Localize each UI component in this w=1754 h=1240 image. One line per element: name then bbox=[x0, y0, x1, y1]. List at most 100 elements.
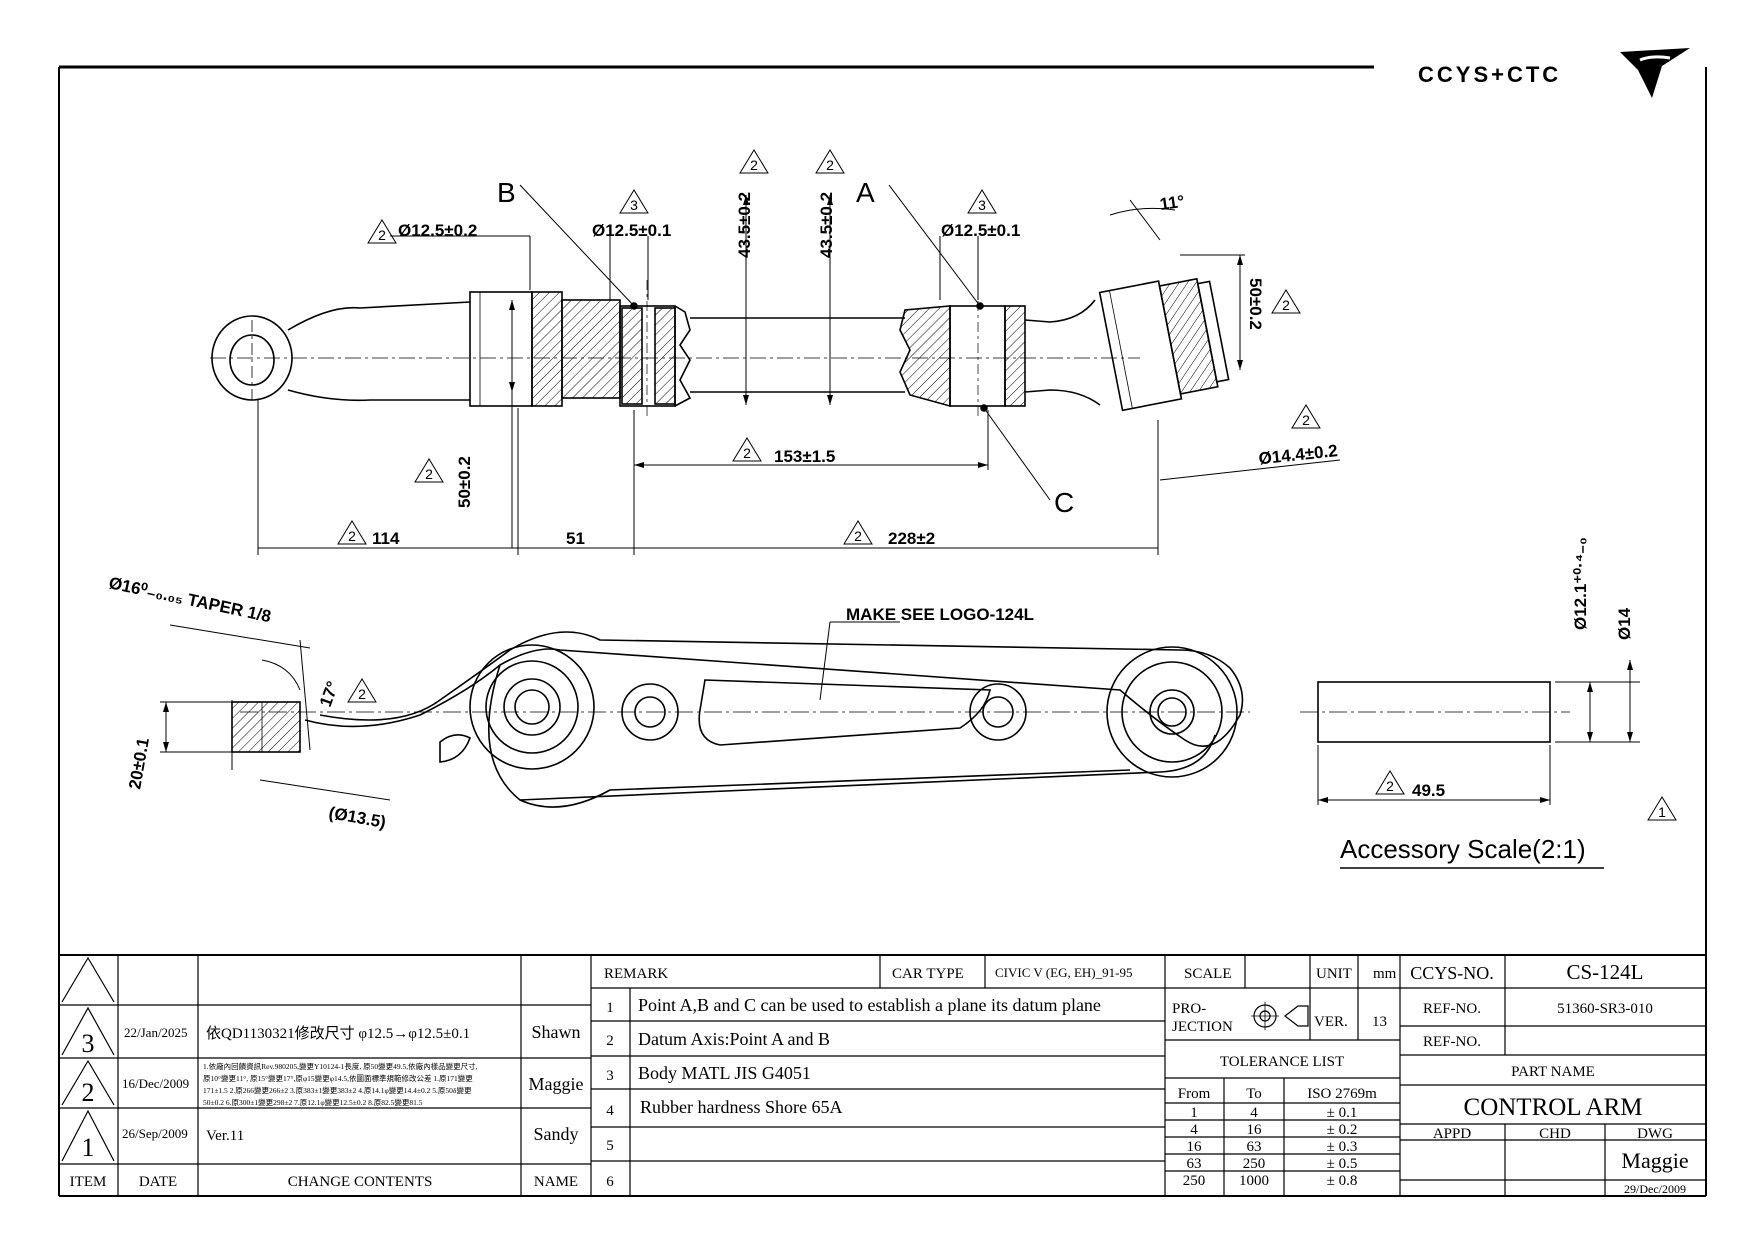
tol-r2-to: 16 bbox=[1247, 1122, 1263, 1138]
rev-content-2-line-3: 171±1.5 2.原266變更266±2 3.原383±1變更383±2 4.… bbox=[203, 1085, 472, 1095]
ver-value: 13 bbox=[1372, 1014, 1387, 1030]
projection-label-2: JECTION bbox=[1172, 1019, 1233, 1035]
part-name-label: PART NAME bbox=[1511, 1064, 1595, 1080]
rev-date-1: 26/Sep/2009 bbox=[122, 1126, 188, 1141]
remark-text-2: Datum Axis:Point A and B bbox=[638, 1029, 830, 1049]
label-point-a: A bbox=[856, 177, 875, 208]
tol-r5-to: 1000 bbox=[1239, 1173, 1269, 1189]
dim-dia-b: Ø12.5±0.1 bbox=[592, 221, 671, 240]
scale-label: SCALE bbox=[1184, 966, 1232, 982]
ref-no-label: REF-NO. bbox=[1423, 1001, 1481, 1017]
drawn-date: 29/Dec/2009 bbox=[1624, 1182, 1686, 1196]
label-point-c: C bbox=[1054, 487, 1074, 518]
remark-text-4: Rubber hardness Shore 65A bbox=[640, 1097, 842, 1117]
header-name: NAME bbox=[534, 1174, 578, 1190]
title-block-lines bbox=[59, 954, 1706, 1196]
car-type-value: CIVIC V (EG, EH)_91-95 bbox=[995, 965, 1132, 980]
top-view-dimensions bbox=[257, 184, 1341, 555]
tol-r2-from: 4 bbox=[1190, 1122, 1198, 1138]
dim-taper: Ø16⁰₋₀.₀₅ TAPER 1/8 bbox=[107, 573, 273, 626]
header-item: ITEM bbox=[70, 1174, 107, 1190]
svg-text:2: 2 bbox=[826, 157, 834, 173]
tol-r1-iso: ± 0.1 bbox=[1327, 1105, 1358, 1121]
dim-acc-dia-14: Ø14 bbox=[1615, 607, 1634, 640]
side-view bbox=[231, 631, 1250, 808]
drawing-frame bbox=[58, 65, 1707, 1197]
dim-angle-17: 17° bbox=[316, 679, 343, 710]
svg-text:2: 2 bbox=[358, 686, 366, 702]
unit-value: mm bbox=[1373, 966, 1397, 982]
tol-r3-to: 63 bbox=[1247, 1139, 1262, 1155]
rev-name-2: Maggie bbox=[529, 1074, 584, 1094]
tol-r1-to: 4 bbox=[1250, 1105, 1258, 1121]
company-logo: CCYS+CTC bbox=[1418, 48, 1690, 98]
tol-r3-iso: ± 0.3 bbox=[1327, 1139, 1358, 1155]
ref-no-label-2: REF-NO. bbox=[1423, 1034, 1481, 1050]
dim-length-153: 153±1.5 bbox=[774, 447, 835, 466]
revision-table: 3 2 1 22/Jan/2025 依QD1130321修改尺寸 φ12.5→φ… bbox=[70, 1022, 584, 1190]
remark-label: REMARK bbox=[604, 966, 668, 982]
rev-content-2-line-1: 1.依廠內回饋資訊Rev.980205,變更Y10124-1長度, 原50變更4… bbox=[203, 1061, 478, 1071]
remark-text-1: Point A,B and C can be used to establish… bbox=[638, 995, 1101, 1015]
tol-col-iso: ISO 2769m bbox=[1307, 1086, 1377, 1102]
rev-mark-2: 2 bbox=[82, 1078, 95, 1107]
dim-dia-left: Ø12.5±0.2 bbox=[398, 221, 477, 240]
projection-label-1: PRO- bbox=[1172, 1001, 1206, 1017]
accessory-view bbox=[1300, 660, 1640, 869]
title-block: CCYS-NO. CS-124L REF-NO. 51360-SR3-010 R… bbox=[1410, 960, 1688, 1196]
appd-label: APPD bbox=[1433, 1126, 1472, 1142]
rev-name-3: Shawn bbox=[532, 1022, 581, 1042]
dim-dia-a: Ø12.5±0.1 bbox=[941, 221, 1020, 240]
svg-text:2: 2 bbox=[425, 466, 433, 482]
remark-no-2: 2 bbox=[606, 1033, 614, 1049]
header-change-contents: CHANGE CONTENTS bbox=[288, 1174, 433, 1190]
remark-no-3: 3 bbox=[606, 1068, 614, 1084]
tol-r3-from: 16 bbox=[1187, 1139, 1203, 1155]
rev-content-3: 依QD1130321修改尺寸 φ12.5→φ12.5±0.1 bbox=[206, 1025, 470, 1042]
svg-text:2: 2 bbox=[743, 445, 751, 461]
tol-r1-from: 1 bbox=[1190, 1105, 1198, 1121]
drawn-by: Maggie bbox=[1621, 1148, 1688, 1173]
svg-text:2: 2 bbox=[378, 227, 386, 243]
dim-length-114: 114 bbox=[372, 529, 400, 548]
svg-text:2: 2 bbox=[1302, 412, 1310, 428]
dim-height-right: 50±0.2 bbox=[1246, 278, 1265, 330]
part-name-value: CONTROL ARM bbox=[1464, 1094, 1643, 1121]
remark-no-4: 4 bbox=[606, 1103, 614, 1119]
rev-content-1: Ver.11 bbox=[206, 1128, 244, 1144]
dim-acc-dia-121: Ø12.1⁺⁰·⁴₋₀ bbox=[1571, 537, 1590, 630]
svg-text:3: 3 bbox=[630, 197, 638, 213]
rev-date-2: 16/Dec/2009 bbox=[122, 1076, 189, 1091]
remark-no-1: 1 bbox=[606, 1000, 614, 1016]
svg-text:2: 2 bbox=[750, 157, 758, 173]
rev-content-2-line-2: 原10°變更11°, 原15°變更17°,原φ15變更φ14.5,依圖面標準規範… bbox=[203, 1073, 473, 1083]
remark-text-3: Body MATL JIS G4051 bbox=[638, 1063, 811, 1083]
tol-r4-from: 63 bbox=[1187, 1156, 1202, 1172]
remark-table: REMARK CAR TYPE CIVIC V (EG, EH)_91-95 1… bbox=[604, 965, 1132, 1190]
tol-r2-iso: ± 0.2 bbox=[1327, 1122, 1358, 1138]
rev-content-2-line-4: 50±0.2 6.原300±1變更298±2 7.原12.1φ變更12.5±0.… bbox=[203, 1097, 423, 1107]
ver-label: VER. bbox=[1314, 1014, 1348, 1030]
tol-r5-from: 250 bbox=[1183, 1173, 1206, 1189]
rev-name-1: Sandy bbox=[534, 1124, 579, 1144]
dim-dia-144: Ø14.4±0.2 bbox=[1258, 441, 1339, 468]
unit-label: UNIT bbox=[1316, 966, 1352, 982]
dim-acc-length: 49.5 bbox=[1412, 781, 1445, 800]
remark-no-6: 6 bbox=[606, 1174, 614, 1190]
top-view bbox=[210, 277, 1230, 420]
side-view-dimensions bbox=[160, 621, 900, 801]
dimension-labels: B A C Ø12.5±0.2 Ø12.5±0.1 Ø12.5±0.1 43.5… bbox=[107, 177, 1634, 864]
tol-col-from: From bbox=[1178, 1086, 1211, 1102]
accessory-scale-label: Accessory Scale(2:1) bbox=[1340, 834, 1586, 864]
header-date: DATE bbox=[139, 1174, 177, 1190]
svg-text:CCYS+CTC: CCYS+CTC bbox=[1418, 62, 1561, 87]
dwg-label: DWG bbox=[1637, 1126, 1673, 1142]
tol-col-to: To bbox=[1246, 1086, 1262, 1102]
tol-r4-iso: ± 0.5 bbox=[1327, 1156, 1358, 1172]
dim-length-51: 51 bbox=[566, 529, 585, 548]
ccys-no-label: CCYS-NO. bbox=[1410, 963, 1494, 983]
label-make-logo: MAKE SEE LOGO-124L bbox=[846, 605, 1034, 624]
rev-mark-1: 1 bbox=[82, 1133, 95, 1162]
svg-text:2: 2 bbox=[1282, 297, 1290, 313]
